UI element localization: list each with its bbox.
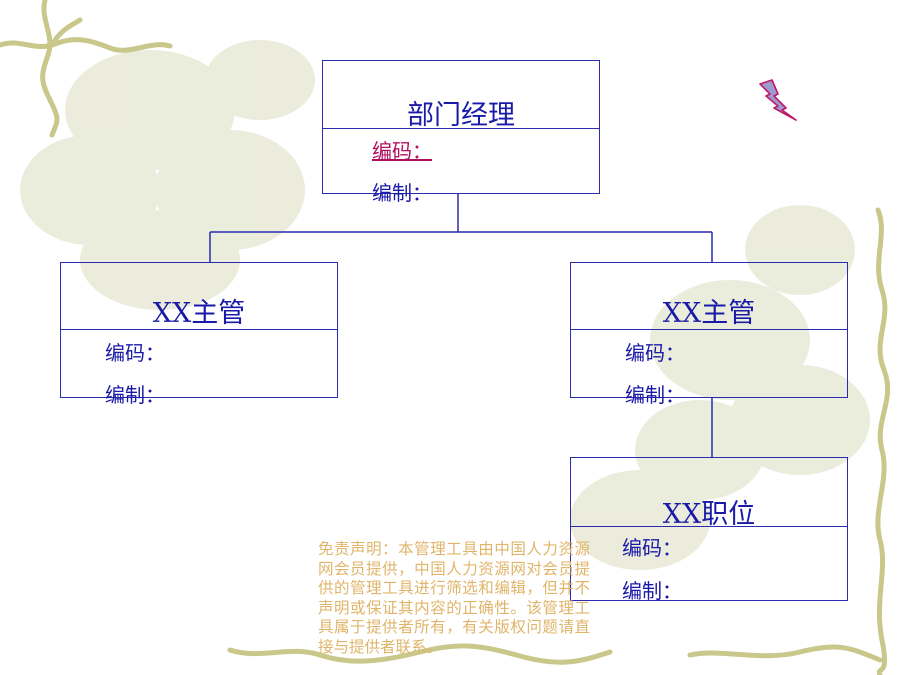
left-child-node-compile-label: 编制： (105, 383, 165, 407)
disclaimer-text: 免责声明：本管理工具由中国人力资源网会员提供，中国人力资源网对会员提供的管理工具… (318, 540, 590, 656)
right-child-node-title: XX主管 (662, 298, 756, 329)
grandchild-node-code-label: 编码： (622, 536, 682, 560)
right-child-node-code-label: 编码： (625, 341, 685, 365)
root-node-title: 部门经理 (407, 100, 515, 131)
root-node-code-label: 编码： (372, 139, 432, 163)
right-child-node-divider (571, 329, 847, 330)
left-child-node-divider (61, 329, 337, 330)
right-child-node-box: XX主管 编码： 编制： (570, 262, 848, 407)
left-child-node-box: XX主管 编码： 编制： (60, 262, 338, 407)
flower-watermark (20, 40, 870, 570)
left-child-node-title: XX主管 (152, 298, 246, 329)
root-node-compile-label: 编制： (372, 181, 432, 205)
root-node-box: 部门经理 编码： 编制： (322, 60, 600, 205)
grandchild-node-box: XX职位 编码： 编制： (570, 457, 848, 603)
root-node-divider (323, 128, 599, 129)
vine-border-top-left (0, 0, 173, 138)
grandchild-node-divider (571, 526, 847, 527)
vine-border-right (875, 207, 891, 675)
lightning-bolt-icon (759, 79, 797, 121)
grandchild-node-compile-label: 编制： (622, 579, 682, 603)
grandchild-node-title: XX职位 (662, 499, 756, 530)
vine-border-bottom (227, 643, 883, 665)
right-child-node-compile-label: 编制： (625, 383, 685, 407)
left-child-node-code-label: 编码： (105, 341, 165, 365)
